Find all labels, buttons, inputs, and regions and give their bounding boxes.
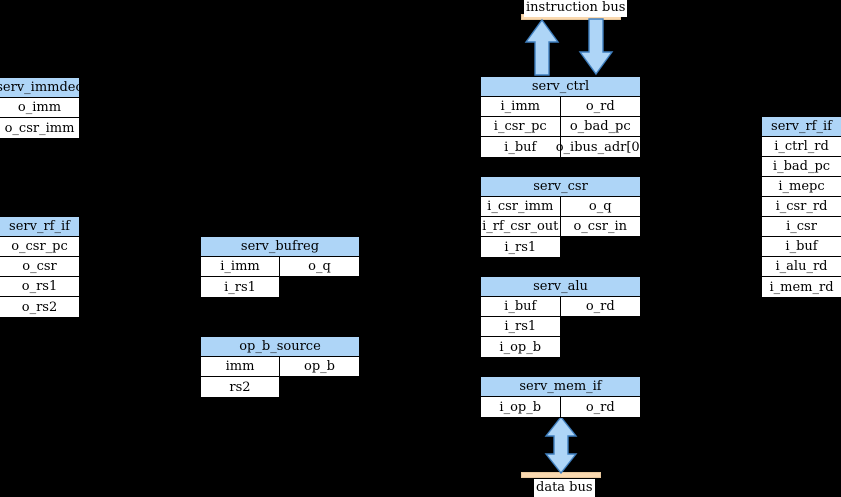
instruction-bus-fetch-arrow-down xyxy=(578,18,614,76)
port-cell-in: i_csr_pc xyxy=(481,117,561,136)
module-row: imm op_b xyxy=(201,357,359,377)
module-title: serv_rf_if xyxy=(0,217,79,237)
port-cell-in: i_rs1 xyxy=(201,277,280,297)
module-row: i_csr xyxy=(762,217,841,237)
module-title: serv_mem_if xyxy=(481,377,640,397)
module-serv-rf-if-right[interactable]: serv_rf_if i_ctrl_rd i_bad_pc i_mepc i_c… xyxy=(761,116,841,298)
port-cell-in: i_csr_imm xyxy=(481,197,561,216)
port-cell-in: i_buf xyxy=(481,137,561,157)
port-cell-out: o_q xyxy=(280,257,359,276)
module-serv-csr[interactable]: serv_csr i_csr_imm o_q i_rf_csr_out o_cs… xyxy=(480,176,641,258)
module-title: serv_rf_if xyxy=(762,117,841,137)
module-row: o_csr_pc xyxy=(0,237,79,257)
port-cell: i_mepc xyxy=(762,177,841,196)
module-row: i_rs1 xyxy=(481,237,640,257)
module-serv-alu[interactable]: serv_alu i_buf o_rd i_rs1 i_op_b xyxy=(480,276,641,358)
module-row: i_imm o_q xyxy=(201,257,359,277)
port-cell-out: o_q xyxy=(560,197,640,216)
port-cell: i_csr_rd xyxy=(762,197,841,216)
port-cell-out: op_b xyxy=(280,357,359,376)
module-row: i_mepc xyxy=(762,177,841,197)
port-cell: i_buf xyxy=(762,237,841,256)
port-cell-spacer xyxy=(560,317,640,336)
module-row: i_alu_rd xyxy=(762,257,841,277)
instruction-bus-label: instruction bus xyxy=(524,0,628,17)
port-cell-spacer xyxy=(280,277,359,297)
module-serv-ctrl[interactable]: serv_ctrl i_imm o_rd i_csr_pc o_bad_pc i… xyxy=(480,76,645,158)
data-bus-bidirectional-arrow xyxy=(544,416,578,474)
port-cell: o_rs1 xyxy=(0,277,79,296)
module-row: o_rs2 xyxy=(0,297,79,317)
module-row: i_csr_pc o_bad_pc xyxy=(481,117,640,137)
port-cell: i_mem_rd xyxy=(762,277,841,297)
port-cell-out: o_bad_pc xyxy=(560,117,640,136)
module-row: i_imm o_rd xyxy=(481,97,640,117)
module-row: i_op_b xyxy=(481,337,640,357)
port-cell-out: o_ibus_adr[0] xyxy=(556,137,645,157)
module-title: op_b_source xyxy=(201,337,359,357)
port-cell: o_csr xyxy=(0,257,79,276)
port-cell-in: i_op_b xyxy=(481,397,561,417)
module-title: serv_csr xyxy=(481,177,640,197)
module-row: i_mem_rd xyxy=(762,277,841,297)
module-title: serv_ctrl xyxy=(481,77,640,97)
port-cell-spacer xyxy=(560,337,640,357)
port-cell: o_csr_pc xyxy=(0,237,79,256)
module-row: o_imm xyxy=(0,98,79,118)
port-cell-out: o_rd xyxy=(560,397,640,417)
module-row: i_buf xyxy=(762,237,841,257)
module-row: rs2 xyxy=(201,377,359,397)
module-row: i_csr_rd xyxy=(762,197,841,217)
module-row: i_rs1 xyxy=(481,317,640,337)
port-cell-in: i_op_b xyxy=(481,337,561,357)
port-cell: i_alu_rd xyxy=(762,257,841,276)
module-serv-immdec[interactable]: serv_immdec o_imm o_csr_imm xyxy=(0,77,83,139)
module-serv-bufreg[interactable]: serv_bufreg i_imm o_q i_rs1 xyxy=(200,236,360,298)
module-row: i_ctrl_rd xyxy=(762,137,841,157)
port-cell: o_imm xyxy=(0,98,79,117)
module-row: i_buf o_ibus_adr[0] xyxy=(481,137,645,157)
module-row: i_rs1 xyxy=(201,277,359,297)
module-serv-mem-if[interactable]: serv_mem_if i_op_b o_rd xyxy=(480,376,641,418)
port-cell-in: i_rs1 xyxy=(481,237,561,257)
port-cell-spacer xyxy=(280,377,359,397)
module-serv-rf-if-left[interactable]: serv_rf_if o_csr_pc o_csr o_rs1 o_rs2 xyxy=(0,216,80,318)
port-cell: o_rs2 xyxy=(0,297,79,317)
instruction-bus-read-arrow-up xyxy=(524,18,560,76)
port-cell-in: rs2 xyxy=(201,377,280,397)
port-cell-out: o_rd xyxy=(560,97,640,116)
module-row: i_rf_csr_out o_csr_in xyxy=(481,217,640,237)
module-title: serv_alu xyxy=(481,277,640,297)
port-cell-in: i_imm xyxy=(201,257,280,276)
module-row: i_op_b o_rd xyxy=(481,397,640,417)
module-row: i_csr_imm o_q xyxy=(481,197,640,217)
module-row: o_csr xyxy=(0,257,79,277)
port-cell: o_csr_imm xyxy=(0,118,79,138)
data-bus-label: data bus xyxy=(534,479,595,497)
port-cell: i_csr xyxy=(762,217,841,236)
module-row: i_buf o_rd xyxy=(481,297,640,317)
module-title: serv_bufreg xyxy=(201,237,359,257)
port-cell: i_bad_pc xyxy=(762,157,841,176)
module-op-b-source[interactable]: op_b_source imm op_b rs2 xyxy=(200,336,360,398)
port-cell-out: o_rd xyxy=(560,297,640,316)
port-cell-in: i_rs1 xyxy=(481,317,561,336)
port-cell: i_ctrl_rd xyxy=(762,137,841,156)
port-cell-in: i_buf xyxy=(481,297,561,316)
port-cell-in: imm xyxy=(201,357,280,376)
port-cell-out: o_csr_in xyxy=(560,217,640,236)
module-title: serv_immdec xyxy=(0,78,83,98)
port-cell-in: i_imm xyxy=(481,97,561,116)
port-cell-spacer xyxy=(560,237,640,257)
module-row: i_bad_pc xyxy=(762,157,841,177)
module-row: o_rs1 xyxy=(0,277,79,297)
port-cell-in: i_rf_csr_out xyxy=(481,217,561,236)
module-row: o_csr_imm xyxy=(0,118,79,138)
